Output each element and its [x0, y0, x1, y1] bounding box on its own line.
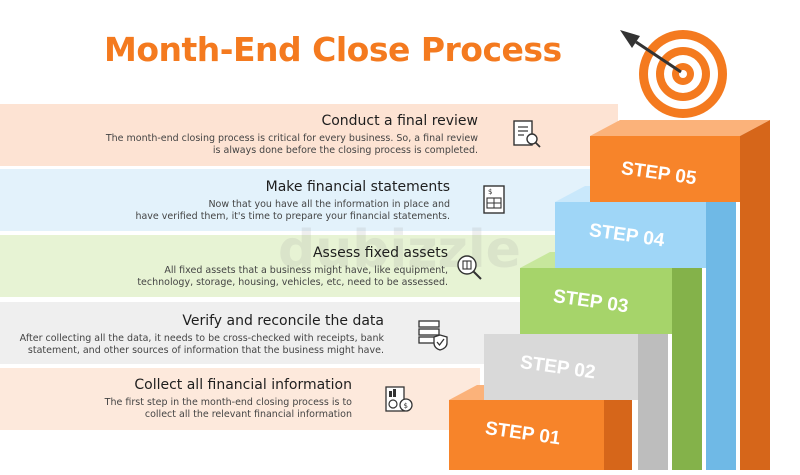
step-01-desc-line1: The first step in the month-end closing … — [104, 397, 352, 408]
step-01-desc-line2: collect all the relevant financial infor… — [144, 409, 352, 420]
target-icon — [639, 30, 727, 118]
step-04-desc-line1: Now that you have all the information in… — [208, 199, 450, 210]
step-05-desc-line1: The month-end closing process is critica… — [105, 133, 478, 144]
step-05-heading: Conduct a final review — [321, 113, 478, 129]
step-05-desc-line2: is always done before the closing proces… — [212, 145, 478, 156]
watermark: dubizzle — [278, 220, 521, 280]
step-03-text: Assess fixed assets All fixed assets tha… — [137, 245, 448, 289]
step-05-block — [590, 120, 770, 470]
step-02-desc-line1: After collecting all the data, it needs … — [19, 333, 384, 344]
dart-icon — [620, 30, 682, 74]
financial-statement-icon: $ — [483, 185, 505, 214]
step-04-heading: Make financial statements — [265, 179, 450, 195]
page-title: Month-End Close Process — [104, 30, 562, 69]
step-02-desc-line2: statement, and other sources of informat… — [27, 345, 384, 356]
document-search-icon — [513, 120, 541, 148]
step-03-desc-line2: technology, storage, housing, vehicles, … — [137, 277, 448, 288]
step-03-heading: Assess fixed assets — [312, 245, 448, 261]
svg-text:$: $ — [488, 188, 492, 196]
svg-text:$: $ — [404, 402, 408, 410]
step-02-heading: Verify and reconcile the data — [182, 313, 384, 329]
step-04-text: Make financial statements Now that you h… — [135, 179, 450, 223]
finance-report-icon: $ — [385, 386, 413, 412]
step-01-heading: Collect all financial information — [134, 377, 352, 393]
step-03-desc-line1: All fixed assets that a business might h… — [164, 265, 448, 276]
server-shield-icon — [418, 320, 448, 351]
step-01-description: The first step in the month-end closing … — [105, 397, 352, 421]
step-05-description: The month-end closing process is critica… — [106, 133, 478, 157]
step-02-description: After collecting all the data, it needs … — [20, 333, 384, 357]
step-01-text: Collect all financial information The fi… — [105, 377, 352, 421]
step-03-description: All fixed assets that a business might h… — [137, 265, 448, 289]
step-05-text: Conduct a final review The month-end clo… — [106, 113, 478, 157]
step-04-description: Now that you have all the information in… — [135, 199, 450, 223]
step-02-text: Verify and reconcile the data After coll… — [20, 313, 384, 357]
step-04-desc-line2: have verified them, it's time to prepare… — [135, 211, 450, 222]
asset-inspect-icon — [457, 255, 482, 280]
